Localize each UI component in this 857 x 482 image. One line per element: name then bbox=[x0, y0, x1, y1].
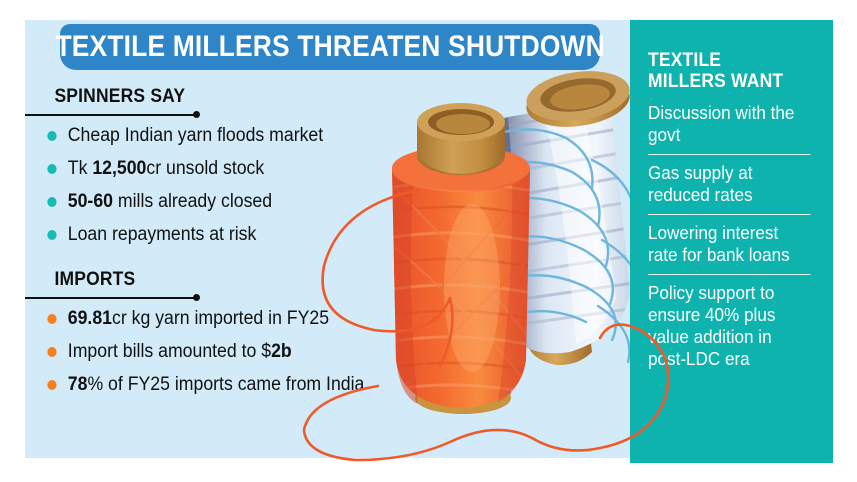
rule-line bbox=[25, 114, 195, 116]
rule-end-dot bbox=[193, 294, 200, 301]
list-item: 78% of FY25 imports came from India bbox=[25, 368, 416, 401]
bullet-icon bbox=[47, 131, 57, 141]
list-item: Cheap Indian yarn floods market bbox=[25, 119, 416, 152]
wants-heading-line2: MILLERS WANT bbox=[648, 71, 784, 92]
bullet-icon bbox=[47, 230, 57, 240]
wants-list: Discussion with the govt Gas supply at r… bbox=[648, 102, 819, 378]
bullet-icon bbox=[47, 314, 57, 324]
rule-line bbox=[25, 297, 195, 299]
title-banner: TEXTILE MILLERS THREATEN SHUTDOWN bbox=[55, 24, 605, 70]
list-item: Tk 12,500cr unsold stock bbox=[25, 152, 416, 185]
bullet-icon bbox=[47, 197, 57, 207]
list-item: 50-60 mills already closed bbox=[25, 185, 416, 218]
list-item: Loan repayments at risk bbox=[25, 218, 416, 251]
list-item: Import bills amounted to $2b bbox=[25, 335, 416, 368]
wants-heading-line1: TEXTILE bbox=[648, 50, 722, 71]
list-item: Discussion with the govt bbox=[648, 103, 795, 145]
list-item: Lowering interest rate for bank loans bbox=[648, 214, 811, 274]
bullet-icon bbox=[47, 347, 57, 357]
spinners-heading: SPINNERS SAY bbox=[54, 86, 186, 107]
list-item: 69.81cr kg yarn imported in FY25 bbox=[25, 302, 416, 335]
imports-heading-rule bbox=[25, 293, 201, 302]
section-gap bbox=[25, 251, 445, 269]
spinners-heading-rule bbox=[25, 110, 201, 119]
page-title: TEXTILE MILLERS THREATEN SHUTDOWN bbox=[55, 30, 605, 63]
bullet-icon bbox=[47, 164, 57, 174]
list-item: Gas supply at reduced rates bbox=[648, 154, 811, 214]
imports-heading: IMPORTS bbox=[54, 269, 136, 290]
spinners-section: SPINNERS SAY Cheap Indian yarn floods ma… bbox=[25, 86, 445, 251]
bullet-icon bbox=[47, 380, 57, 390]
imports-section: IMPORTS 69.81cr kg yarn imported in FY25… bbox=[25, 269, 445, 401]
imports-list: 69.81cr kg yarn imported in FY25 Import … bbox=[25, 302, 445, 401]
left-content-column: SPINNERS SAY Cheap Indian yarn floods ma… bbox=[25, 86, 445, 401]
wants-heading: TEXTILE MILLERS WANT bbox=[648, 50, 805, 92]
list-item: Policy support to ensure 40% plus value … bbox=[648, 274, 811, 378]
rule-end-dot bbox=[193, 111, 200, 118]
spinners-list: Cheap Indian yarn floods market Tk 12,50… bbox=[25, 119, 445, 251]
textile-millers-want-panel: TEXTILE MILLERS WANT Discussion with the… bbox=[630, 20, 833, 463]
